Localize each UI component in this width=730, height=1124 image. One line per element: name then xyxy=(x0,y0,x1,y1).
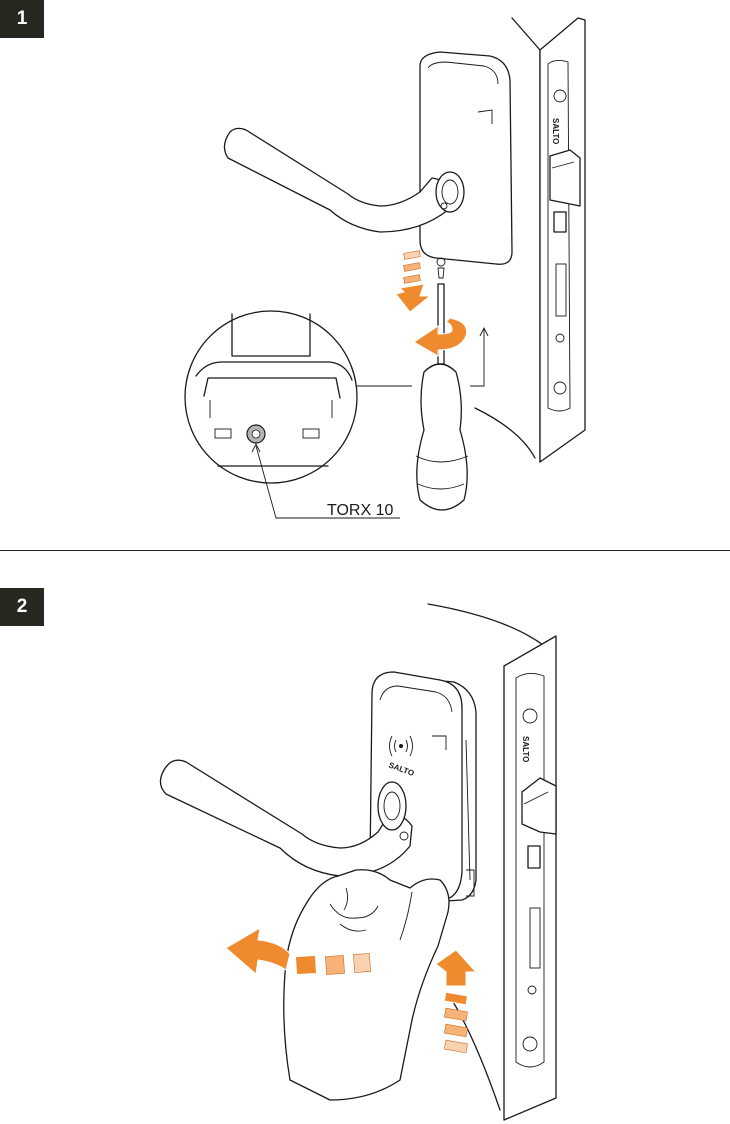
step1-screwdriver xyxy=(415,283,469,511)
step2-lever-handle xyxy=(159,759,413,877)
step1-illustration: SALTO xyxy=(184,17,586,519)
step1-escutcheon xyxy=(419,51,513,265)
step-divider xyxy=(0,550,730,551)
step1-plate-brand: SALTO xyxy=(551,118,560,144)
step2-door-edge: SALTO xyxy=(427,603,557,1121)
step1-magnifier xyxy=(184,310,400,519)
step1-lever-handle xyxy=(223,127,465,233)
contactless-icon xyxy=(389,735,413,757)
step2-illustration: SALTO SALTO xyxy=(159,603,557,1121)
step-badge-2: 2 xyxy=(0,588,44,626)
direction-arrow-icon xyxy=(395,250,432,313)
step-badge-1: 1 xyxy=(0,0,44,38)
torx-callout-label: TORX 10 xyxy=(327,502,394,519)
step2-hand xyxy=(283,869,450,1101)
step2-plate-brand: SALTO xyxy=(521,736,530,762)
direction-arrow-icon xyxy=(225,927,371,976)
direction-arrow-icon xyxy=(435,949,478,1054)
step1-door-edge: SALTO xyxy=(474,17,586,463)
step1-screw xyxy=(436,257,446,279)
rotate-arrow-icon xyxy=(413,317,468,357)
